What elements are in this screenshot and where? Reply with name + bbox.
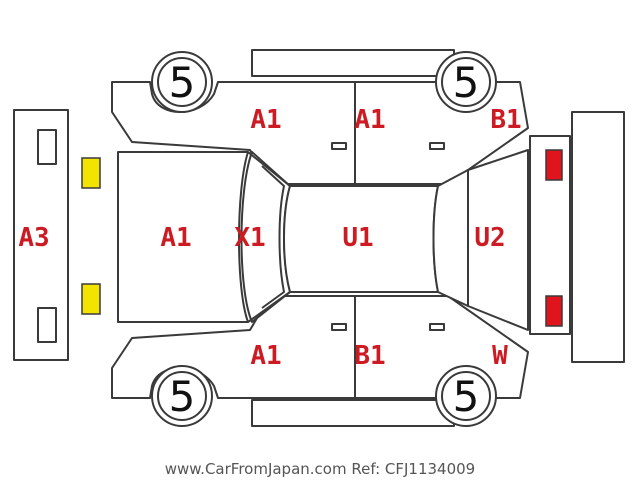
tire-rear-right: 5 bbox=[435, 365, 497, 427]
windshield-inner bbox=[261, 165, 285, 309]
tire-front-right: 5 bbox=[151, 365, 213, 427]
front-bumper-top-notch bbox=[37, 129, 57, 165]
side-mirror-top bbox=[247, 151, 291, 187]
tire-front-left-condition: 5 bbox=[169, 58, 196, 107]
tire-rear-left-condition: 5 bbox=[453, 58, 480, 107]
headlight-bottom bbox=[81, 283, 101, 315]
rear-bumper-plate bbox=[571, 111, 625, 363]
code-hood: A1 bbox=[160, 223, 191, 253]
tire-rear-left: 5 bbox=[435, 51, 497, 113]
rear-bumper-outline bbox=[529, 135, 571, 335]
top-front-handle bbox=[331, 142, 347, 150]
code-bottom-rear-fender: W bbox=[492, 341, 508, 371]
bottom-side-skirt bbox=[251, 399, 455, 427]
top-rear-handle bbox=[429, 142, 445, 150]
tire-front-left: 5 bbox=[151, 51, 213, 113]
hood-panel bbox=[117, 151, 249, 323]
code-rear-glass: U2 bbox=[474, 223, 505, 253]
rear-glass-panel bbox=[432, 169, 469, 307]
front-bumper-outline bbox=[13, 109, 69, 361]
tire-front-right-condition: 5 bbox=[169, 372, 196, 421]
front-bumper-bottom-notch bbox=[37, 307, 57, 343]
code-bottom-front-door: A1 bbox=[250, 341, 281, 371]
code-front-bumper: A3 bbox=[18, 223, 49, 253]
footer-watermark: www.CarFromJapan.com Ref: CFJ1134009 bbox=[165, 460, 475, 478]
code-top-rear-door: A1 bbox=[354, 105, 385, 135]
top-side-skirt bbox=[251, 49, 455, 77]
side-mirror-bottom bbox=[247, 291, 291, 323]
code-roof: U1 bbox=[342, 223, 373, 253]
bottom-rear-handle bbox=[429, 323, 445, 331]
bottom-front-handle bbox=[331, 323, 347, 331]
taillight-bottom bbox=[545, 295, 563, 327]
headlight-top bbox=[81, 157, 101, 189]
tire-rear-right-condition: 5 bbox=[453, 372, 480, 421]
tailgate-panel bbox=[467, 149, 529, 331]
taillight-top bbox=[545, 149, 563, 181]
code-top-rear-fender: B1 bbox=[490, 105, 521, 135]
code-top-front-door: A1 bbox=[250, 105, 281, 135]
code-windshield: X1 bbox=[234, 223, 265, 253]
code-bottom-rear-door: B1 bbox=[354, 341, 385, 371]
